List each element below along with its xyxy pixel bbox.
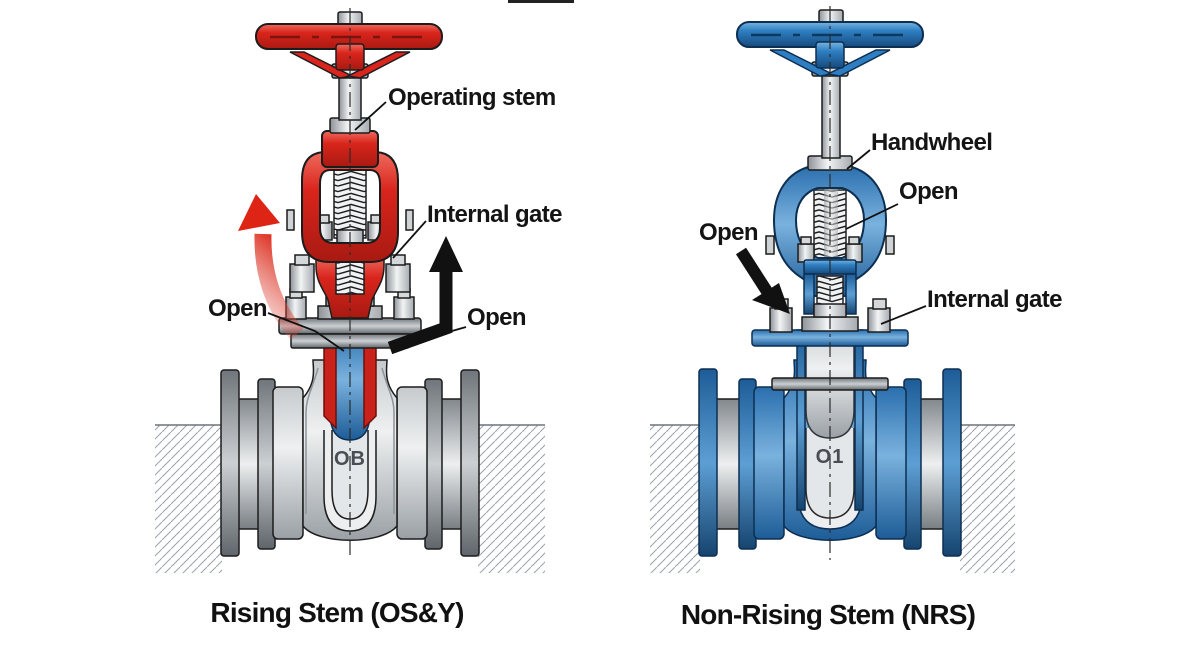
label-open-left-valve-right: Open bbox=[467, 304, 527, 331]
caption-rising-stem: Rising Stem (OS&Y) bbox=[210, 597, 464, 628]
label-internal-gate-left: Internal gate bbox=[427, 201, 563, 228]
gate-chamber bbox=[323, 430, 377, 532]
bonnet-and-gland bbox=[751, 298, 909, 347]
label-open-right-valve-left: Open bbox=[699, 219, 759, 246]
non-rising-stem-valve-illustration bbox=[650, 6, 1015, 573]
stem bbox=[807, 73, 853, 171]
open-direction-arrow bbox=[387, 236, 463, 355]
rising-stem-valve-illustration bbox=[155, 8, 545, 573]
caption-non-rising-stem: Non-Rising Stem (NRS) bbox=[680, 599, 976, 630]
label-open-left-valve-left: Open bbox=[208, 295, 268, 322]
label-handwheel: Handwheel bbox=[871, 129, 993, 156]
pipe-and-flanges bbox=[698, 368, 962, 557]
label-open-right-valve-upper: Open bbox=[899, 178, 959, 205]
pipe-and-flanges bbox=[220, 369, 480, 557]
body-mark-left: OB bbox=[334, 448, 366, 470]
leader-lines bbox=[267, 101, 467, 352]
top-crop-mark bbox=[508, 0, 574, 3]
wall-hatch bbox=[650, 424, 1015, 573]
open-direction-arrow bbox=[735, 247, 790, 314]
rising-motion-arrow bbox=[238, 194, 304, 340]
wall-hatch bbox=[155, 424, 545, 573]
body-mark-right: O1 bbox=[815, 446, 845, 468]
leader-lines bbox=[845, 149, 927, 325]
label-internal-gate-right: Internal gate bbox=[927, 286, 1063, 313]
label-operating-stem: Operating stem bbox=[388, 84, 556, 111]
handwheel bbox=[255, 11, 443, 79]
